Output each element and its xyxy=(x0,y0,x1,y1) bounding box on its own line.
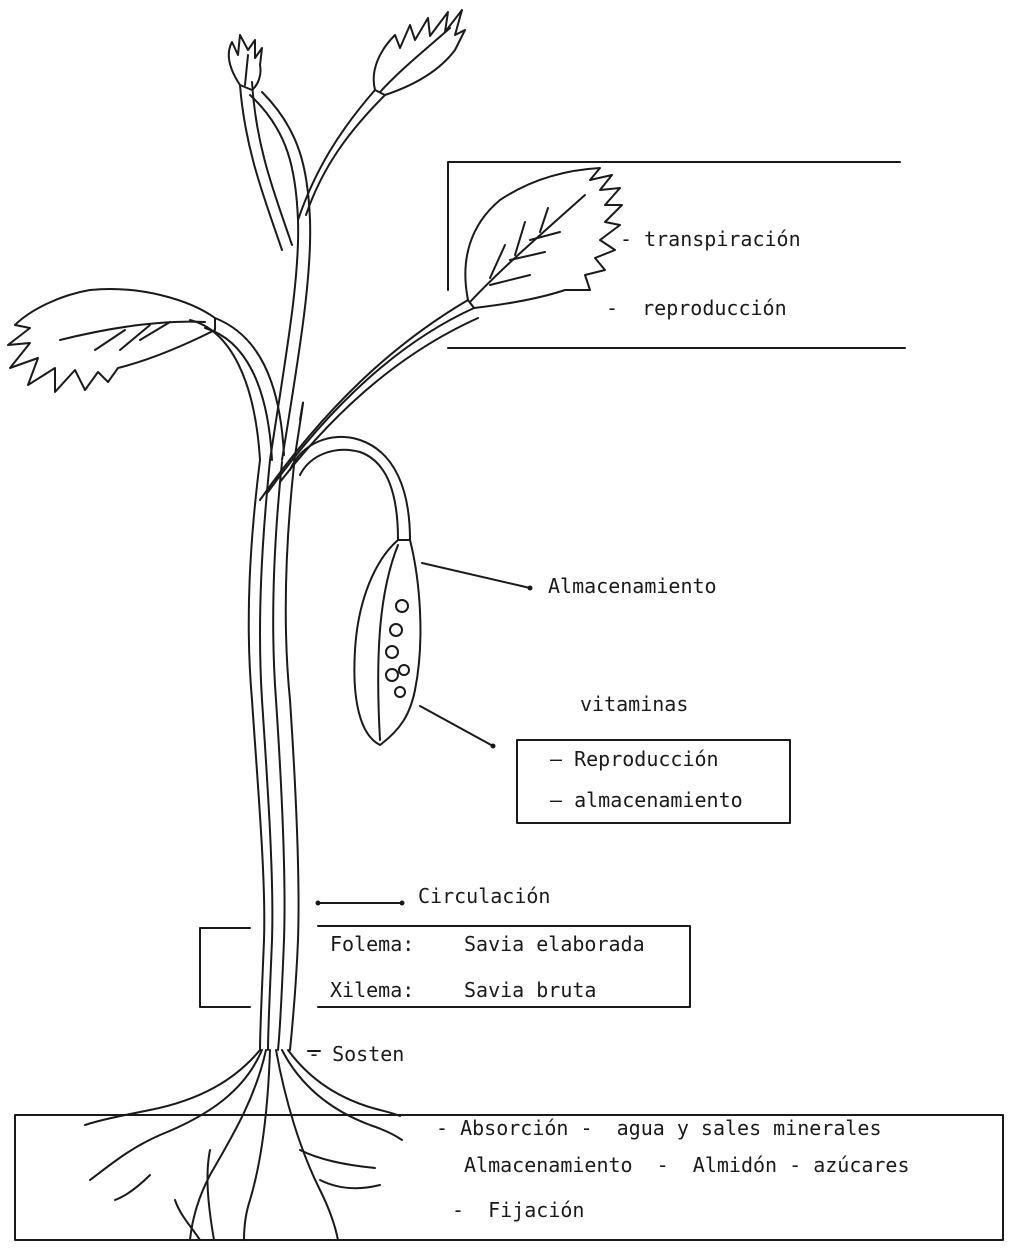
root-7 xyxy=(85,1050,260,1125)
label-vitamins: vitaminas xyxy=(580,694,688,714)
leader-dot-circ-end xyxy=(400,901,405,906)
stem-line-2 xyxy=(273,462,284,1050)
label-fruit-storage: – almacenamiento xyxy=(550,790,743,810)
label-circulation: Circulación xyxy=(418,886,550,906)
label-absorption: - Absorción - agua y sales minerales xyxy=(436,1118,882,1138)
leaf-left-vein-1 xyxy=(60,322,205,340)
seed-4 xyxy=(386,669,398,681)
leaf-top-left-vein xyxy=(245,55,248,85)
branch-upper-right-2 xyxy=(306,95,385,215)
seed-1 xyxy=(396,600,408,612)
branch-left-2 xyxy=(205,328,272,460)
label-storage-fruit: Almacenamiento xyxy=(548,576,717,596)
leader-dot-storage xyxy=(528,586,533,591)
fruit-leader xyxy=(420,706,493,746)
fruit-stalk-inner xyxy=(300,450,398,540)
seed-6 xyxy=(395,687,405,697)
leader-dot-fruit xyxy=(491,744,496,749)
label-fruit-reproduction: – Reproducción xyxy=(550,749,719,769)
branch-upper-left-1 xyxy=(240,85,282,250)
label-phloem-term: Folema: xyxy=(330,934,414,954)
label-xylem-term: Xilema: xyxy=(330,980,414,1000)
label-fixation: - Fijación xyxy=(452,1200,584,1220)
label-root-storage: Almacenamiento - Almidón - azúcares xyxy=(464,1155,910,1175)
leaf-top-right xyxy=(374,10,465,95)
fruit-pod-seam xyxy=(378,545,398,740)
seed-5 xyxy=(399,665,409,675)
leader-dot-circulation xyxy=(316,901,321,906)
label-transpiration: - transpiración xyxy=(620,229,801,249)
label-support: - Sosten xyxy=(308,1044,404,1064)
fruit-pod xyxy=(354,540,420,745)
root-12 xyxy=(115,1175,150,1200)
root-9 xyxy=(207,1150,214,1240)
root-4 xyxy=(276,1050,338,1240)
root-10 xyxy=(320,1180,380,1188)
label-phloem-desc: Savia elaborada xyxy=(464,934,645,954)
label-reproduction-leaves: - reproducción xyxy=(606,298,787,318)
label-xylem-desc: Savia bruta xyxy=(464,980,596,1000)
leaf-left xyxy=(8,289,215,392)
branch-right-3 xyxy=(280,318,478,482)
seed-3 xyxy=(386,646,398,658)
stem-outline-right xyxy=(286,465,299,1050)
leaf-right xyxy=(465,168,622,308)
leaf-right-vein-2 xyxy=(490,208,560,285)
storage-leader xyxy=(422,563,530,588)
root-11 xyxy=(300,1150,375,1168)
stem-line-1 xyxy=(260,460,272,1050)
seed-2 xyxy=(390,624,402,636)
